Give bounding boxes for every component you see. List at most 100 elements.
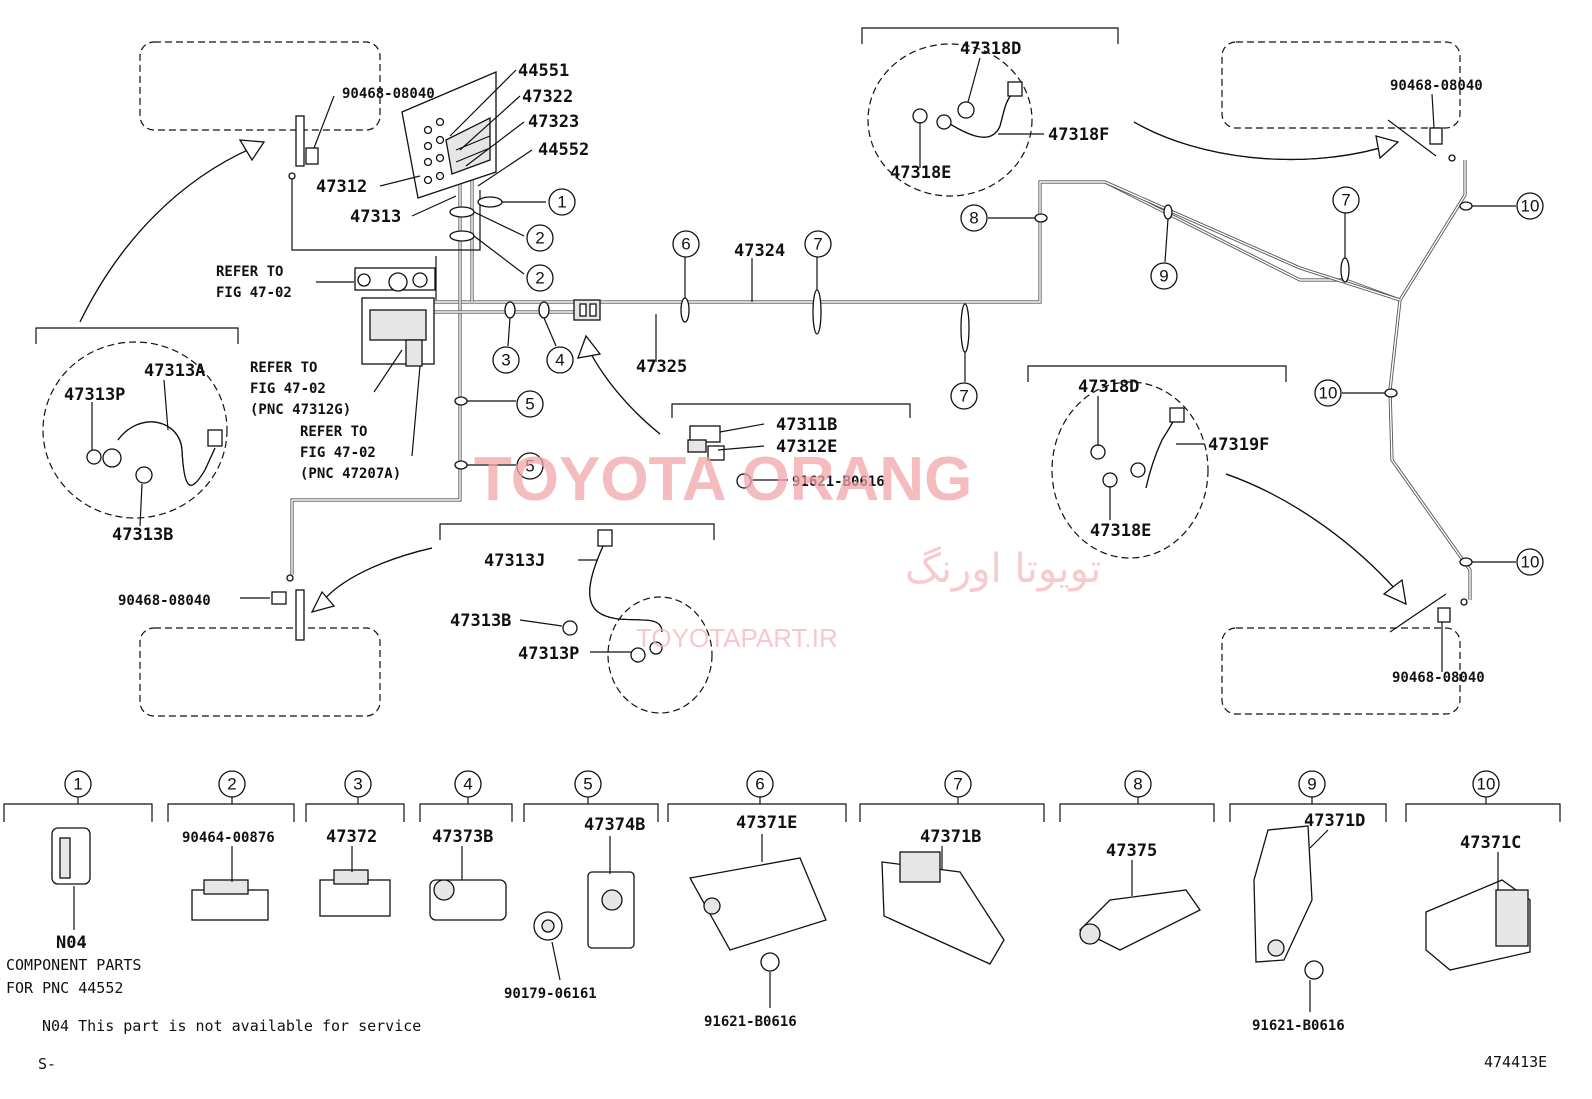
svg-text:5: 5 (525, 457, 534, 476)
svg-text:3: 3 (353, 775, 362, 794)
svg-text:7: 7 (1341, 191, 1350, 210)
legend-callout-2: 2 (218, 770, 246, 798)
callout-10a: 10 (1516, 192, 1544, 220)
label-47318D-top: 47318D (960, 39, 1021, 59)
label-91621-B0616-mid: 91621-B0616 (792, 474, 885, 490)
legend-callout-7: 7 (944, 770, 972, 798)
refer-note-3-line3: (PNC 47207A) (300, 466, 401, 482)
legend-note-line2: FOR PNC 44552 (6, 979, 123, 997)
legend-part-n04: N04 (56, 933, 87, 953)
rear-right-wheel-frame (1221, 627, 1461, 715)
flex-hose-47313A (86, 421, 223, 486)
callout-5a: 5 (516, 390, 544, 418)
refer-note-2-line1: REFER TO (250, 360, 317, 376)
group-bracket-left-hose (35, 327, 239, 344)
label-47313B-center: 47313B (450, 611, 511, 631)
callout-8: 8 (960, 204, 988, 232)
svg-text:7: 7 (953, 775, 962, 794)
legend-part-47375: 47375 (1106, 841, 1157, 861)
callout-2b: 2 (526, 264, 554, 292)
label-47312: 47312 (316, 177, 367, 197)
master-cylinder-bracket (401, 71, 497, 199)
flow-arrows (79, 121, 1407, 614)
label-47311B: 47311B (776, 415, 837, 435)
legend-part-47374B: 47374B (584, 815, 645, 835)
label-47319F: 47319F (1208, 435, 1269, 455)
label-47324: 47324 (734, 241, 785, 261)
front-left-wheel-frame (139, 41, 381, 131)
legend-callout-6: 6 (746, 770, 774, 798)
svg-text:9: 9 (1307, 775, 1316, 794)
svg-text:9: 9 (1159, 267, 1168, 286)
legend-part-90464-00876: 90464-00876 (182, 830, 275, 846)
callout-10b: 10 (1314, 379, 1342, 407)
callout-7a: 7 (804, 230, 832, 258)
legend-row (3, 797, 1561, 1012)
refer-note-3-line1: REFER TO (300, 424, 367, 440)
legend-part-47371D: 47371D (1304, 811, 1365, 831)
flex-hose-47313J (562, 529, 663, 663)
hose-clips-90468 (271, 115, 1468, 641)
callout-7b: 7 (950, 382, 978, 410)
svg-text:5: 5 (525, 395, 534, 414)
label-90468-08040-top-right: 90468-08040 (1390, 78, 1483, 94)
rear-left-wheel-frame (139, 627, 381, 717)
callout-6: 6 (672, 230, 700, 258)
legend-sub-91621-B0616-9: 91621-B0616 (1252, 1018, 1345, 1034)
abs-actuator (354, 256, 437, 367)
callout-7c: 7 (1332, 186, 1360, 214)
refer-note-1-line1: REFER TO (216, 264, 283, 280)
front-right-wheel-frame (1221, 41, 1461, 129)
svg-text:7: 7 (959, 387, 968, 406)
label-47313P-left: 47313P (64, 385, 125, 405)
legend-part-47373B: 47373B (432, 827, 493, 847)
callout-9: 9 (1150, 262, 1178, 290)
callout-1: 1 (548, 188, 576, 216)
svg-text:6: 6 (681, 235, 690, 254)
legend-callout-5: 5 (574, 770, 602, 798)
refer-note-2-line2: FIG 47-02 (250, 381, 326, 397)
label-44552: 44552 (538, 140, 589, 160)
svg-text:8: 8 (969, 209, 978, 228)
legend-note-line1: COMPONENT PARTS (6, 956, 141, 974)
svg-text:7: 7 (813, 235, 822, 254)
label-47313J: 47313J (484, 551, 545, 571)
legend-part-47371C: 47371C (1460, 833, 1521, 853)
svg-text:10: 10 (1477, 775, 1496, 794)
legend-callout-3: 3 (344, 770, 372, 798)
label-47313: 47313 (350, 207, 401, 227)
label-47318E-top: 47318E (890, 163, 951, 183)
label-90468-08040-top-left: 90468-08040 (342, 86, 435, 102)
group-bracket-right-hose (1027, 365, 1287, 382)
brake-pipes (290, 160, 1472, 600)
pipe-joint (573, 299, 601, 321)
watermark-site: TOYOTAPART.IR (636, 623, 838, 653)
svg-text:10: 10 (1521, 553, 1540, 572)
flex-hose-47318F (912, 81, 1023, 138)
watermark-persian: تویوتا اورنگ (905, 546, 1101, 592)
label-47323: 47323 (528, 112, 579, 132)
label-90468-08040-bottom-left: 90468-08040 (118, 593, 211, 609)
svg-text:6: 6 (755, 775, 764, 794)
callout-2a: 2 (526, 224, 554, 252)
svg-text:2: 2 (535, 269, 544, 288)
label-47313P-center: 47313P (518, 644, 579, 664)
flex-hose-47319F (1090, 407, 1185, 489)
pipe-clips (449, 196, 1473, 567)
callout-4: 4 (546, 346, 574, 374)
svg-text:4: 4 (463, 775, 472, 794)
label-47322: 47322 (522, 87, 573, 107)
callout-5b: 5 (516, 452, 544, 480)
hose-group-center (607, 596, 713, 714)
svg-text:1: 1 (557, 193, 566, 212)
group-bracket-clamp (671, 403, 911, 418)
refer-note-1-line2: FIG 47-02 (216, 285, 292, 301)
group-bracket-top-hose (861, 27, 1119, 44)
legend-sub-91621-B0616-6: 91621-B0616 (704, 1014, 797, 1030)
callout-3: 3 (492, 346, 520, 374)
callout-10c: 10 (1516, 548, 1544, 576)
svg-text:2: 2 (227, 775, 236, 794)
legend-callout-4: 4 (454, 770, 482, 798)
group-bracket-center-hose (439, 523, 715, 540)
